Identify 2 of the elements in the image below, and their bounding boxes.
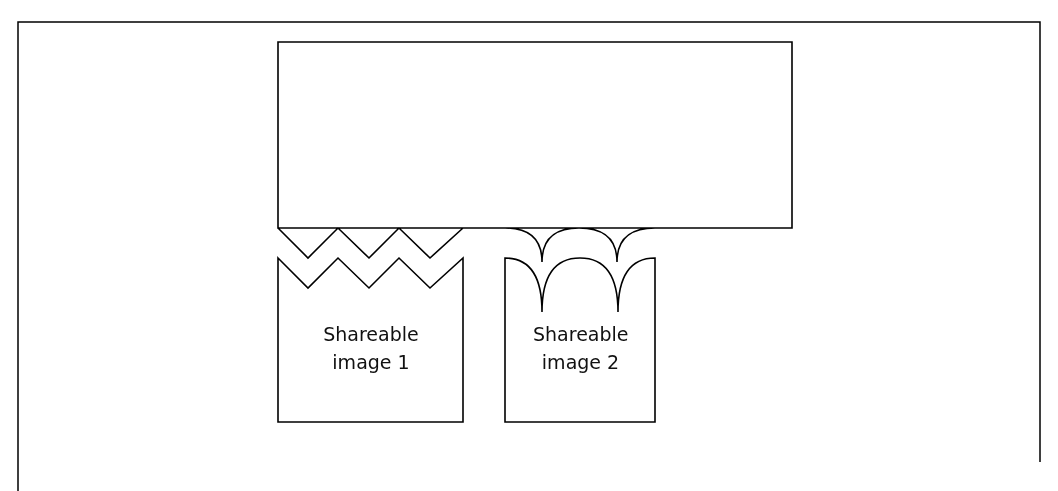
image-label: Shareable image 1: [322, 322, 420, 375]
image-label: Shareable image 2: [533, 322, 628, 375]
